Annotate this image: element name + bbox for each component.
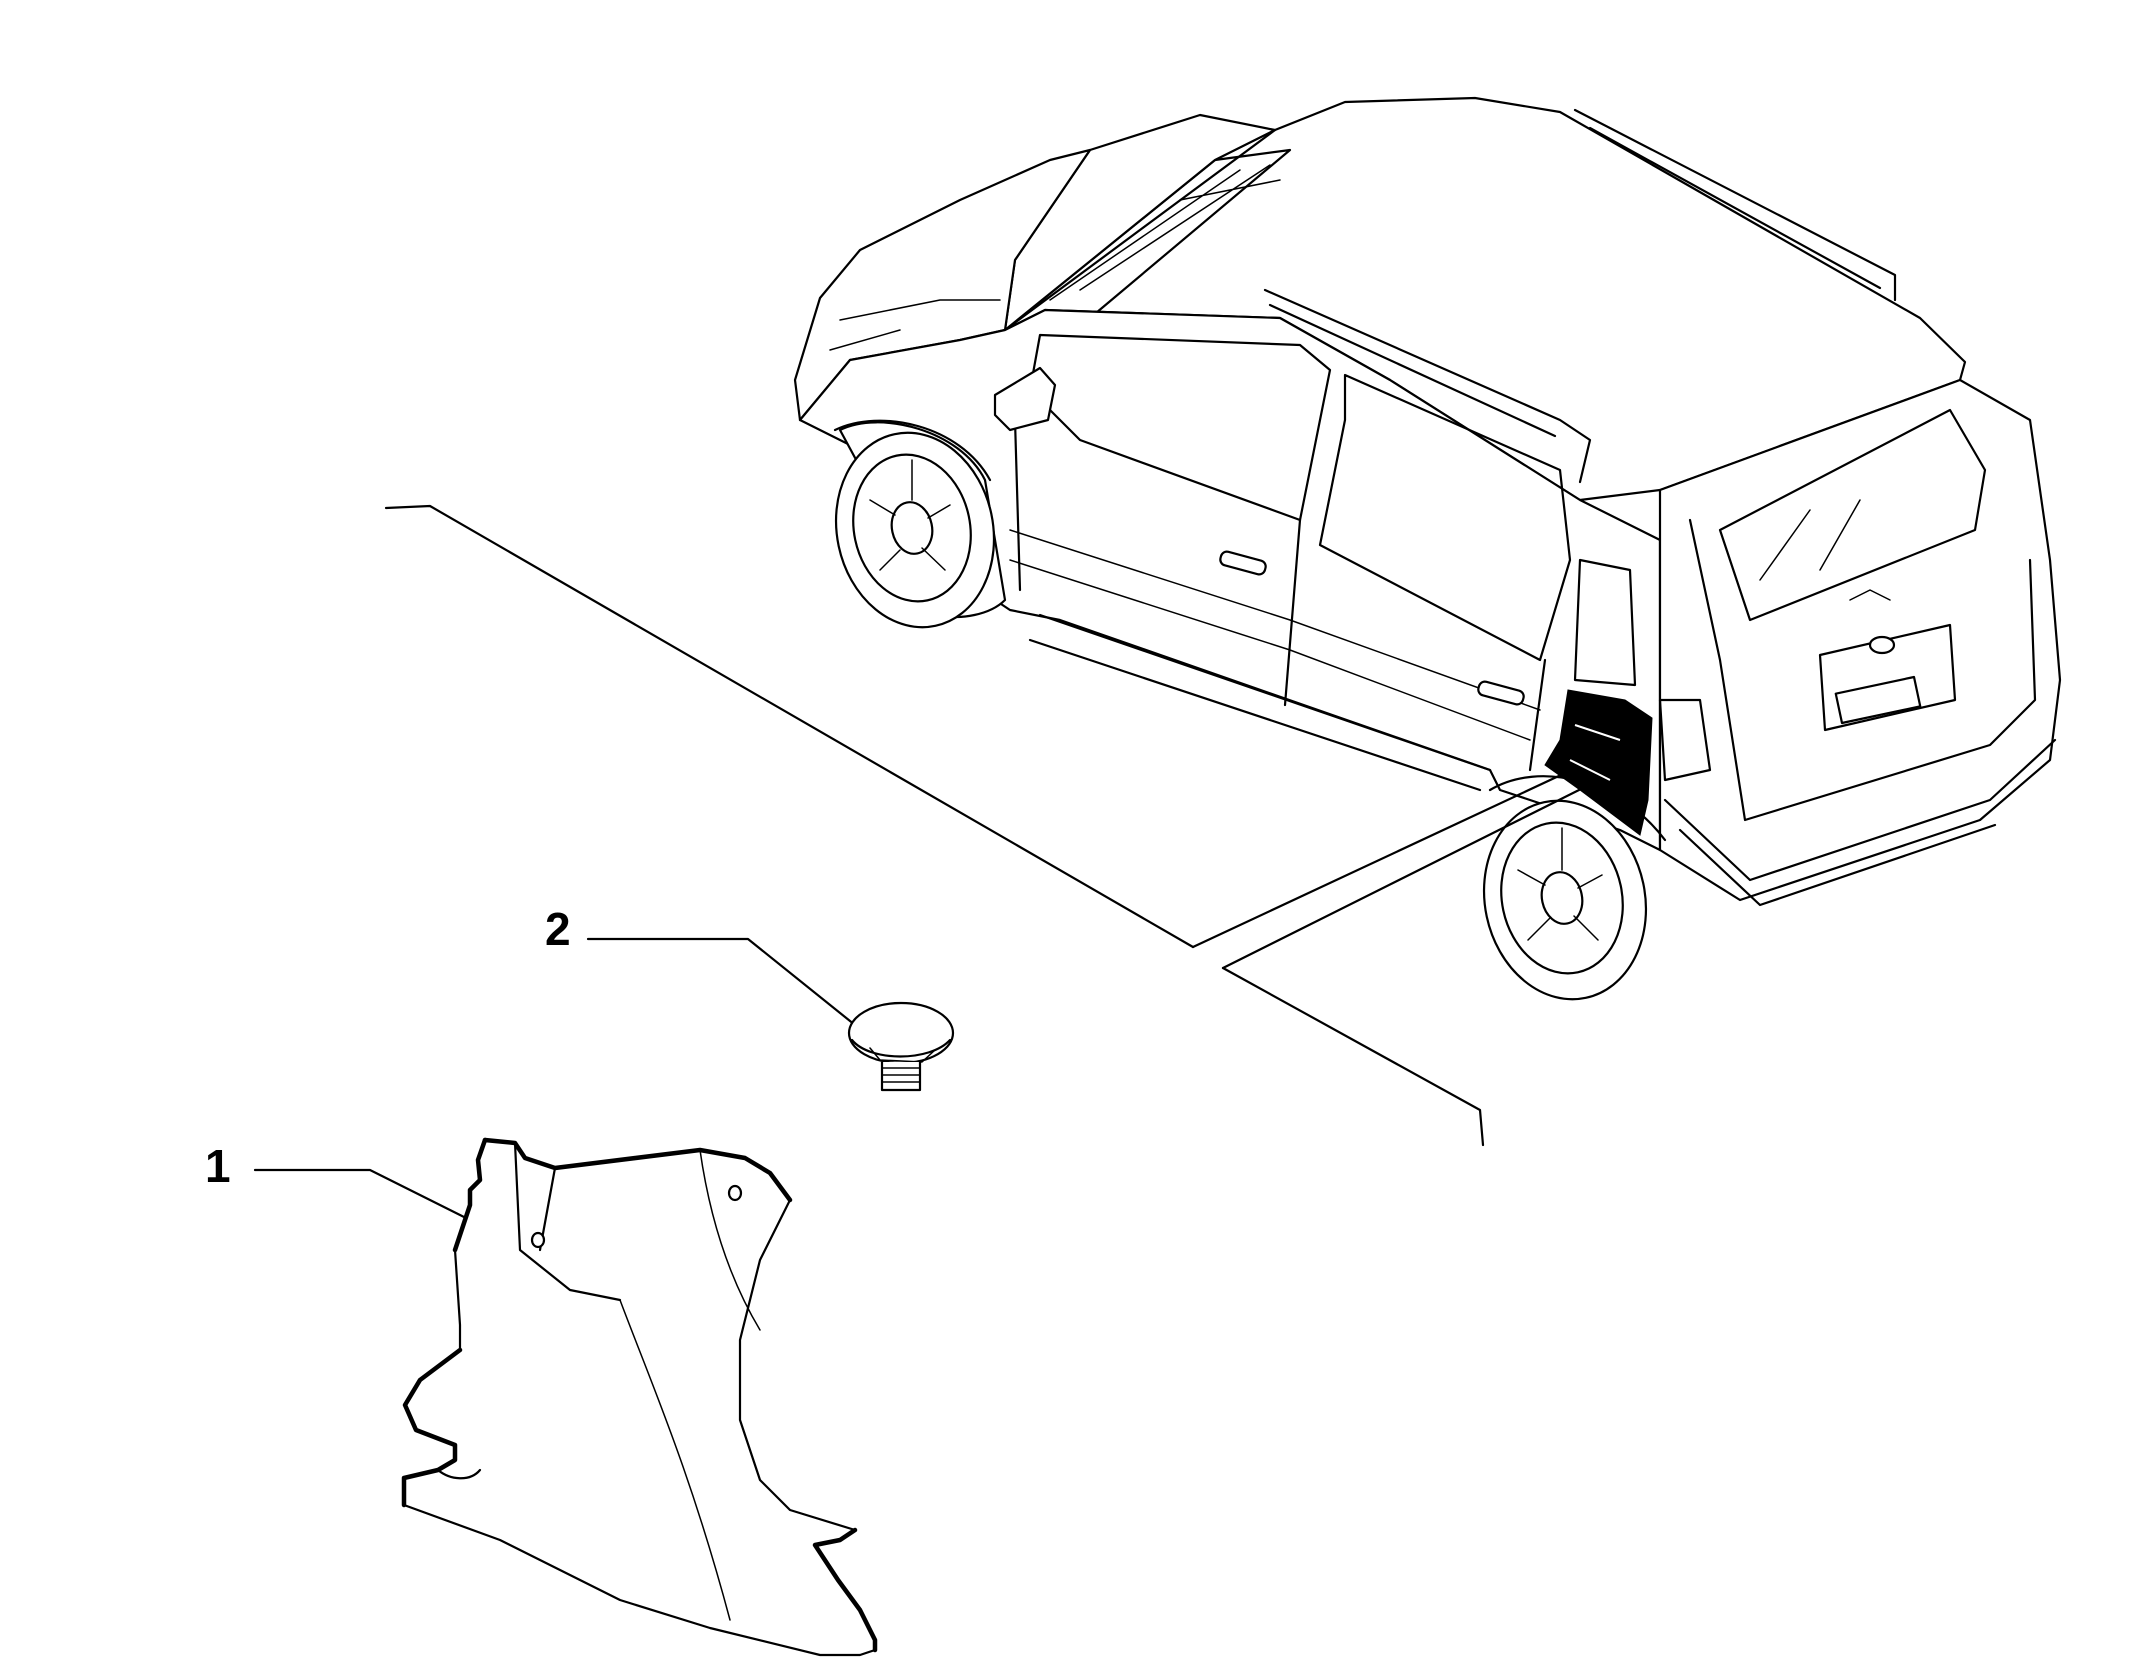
rear-bumper bbox=[1663, 738, 2057, 907]
bracket-line-right bbox=[1221, 966, 1485, 1147]
car-nose bbox=[793, 148, 1092, 422]
trim-panel bbox=[402, 1138, 877, 1657]
mounting-hole-lower bbox=[530, 1231, 546, 1249]
highlighted-wheel-arch-panel bbox=[1544, 689, 1653, 836]
callout-1-number: 1 bbox=[205, 1140, 231, 1192]
assembly-bracket bbox=[384, 504, 1587, 1147]
front-door-handle bbox=[1219, 550, 1267, 576]
leader-line-2 bbox=[586, 937, 857, 1027]
quarter-window bbox=[1573, 558, 1637, 687]
mounting-hole-upper bbox=[727, 1184, 743, 1202]
license-plate-area bbox=[1818, 623, 1957, 732]
tail-light bbox=[1658, 698, 1712, 782]
rear-wheel bbox=[1482, 775, 1667, 1001]
pointer-line-b bbox=[1221, 785, 1587, 970]
roof-rail-left bbox=[1263, 288, 1592, 484]
rear-door-window bbox=[1318, 373, 1572, 662]
bracket-line-left bbox=[384, 504, 1195, 949]
part-1-wheel-arch-trim bbox=[253, 1137, 878, 1657]
leader-line-1 bbox=[253, 1168, 472, 1222]
car-illustration bbox=[793, 96, 2062, 1001]
rear-window bbox=[1718, 408, 1987, 622]
part-2-push-fastener bbox=[586, 937, 955, 1092]
license-plate bbox=[1834, 675, 1922, 725]
front-wheel bbox=[833, 419, 1007, 629]
pointer-line-a bbox=[1191, 765, 1580, 949]
tailgate bbox=[1688, 518, 2037, 822]
brand-badge bbox=[1868, 635, 1896, 655]
rear-door-handle bbox=[1477, 680, 1525, 706]
roof-rail-right bbox=[1573, 108, 1897, 302]
side-mirror bbox=[993, 366, 1057, 432]
fastener-head bbox=[847, 1001, 955, 1065]
fastener-shank bbox=[880, 1062, 922, 1092]
callout-2-number: 2 bbox=[545, 903, 571, 955]
